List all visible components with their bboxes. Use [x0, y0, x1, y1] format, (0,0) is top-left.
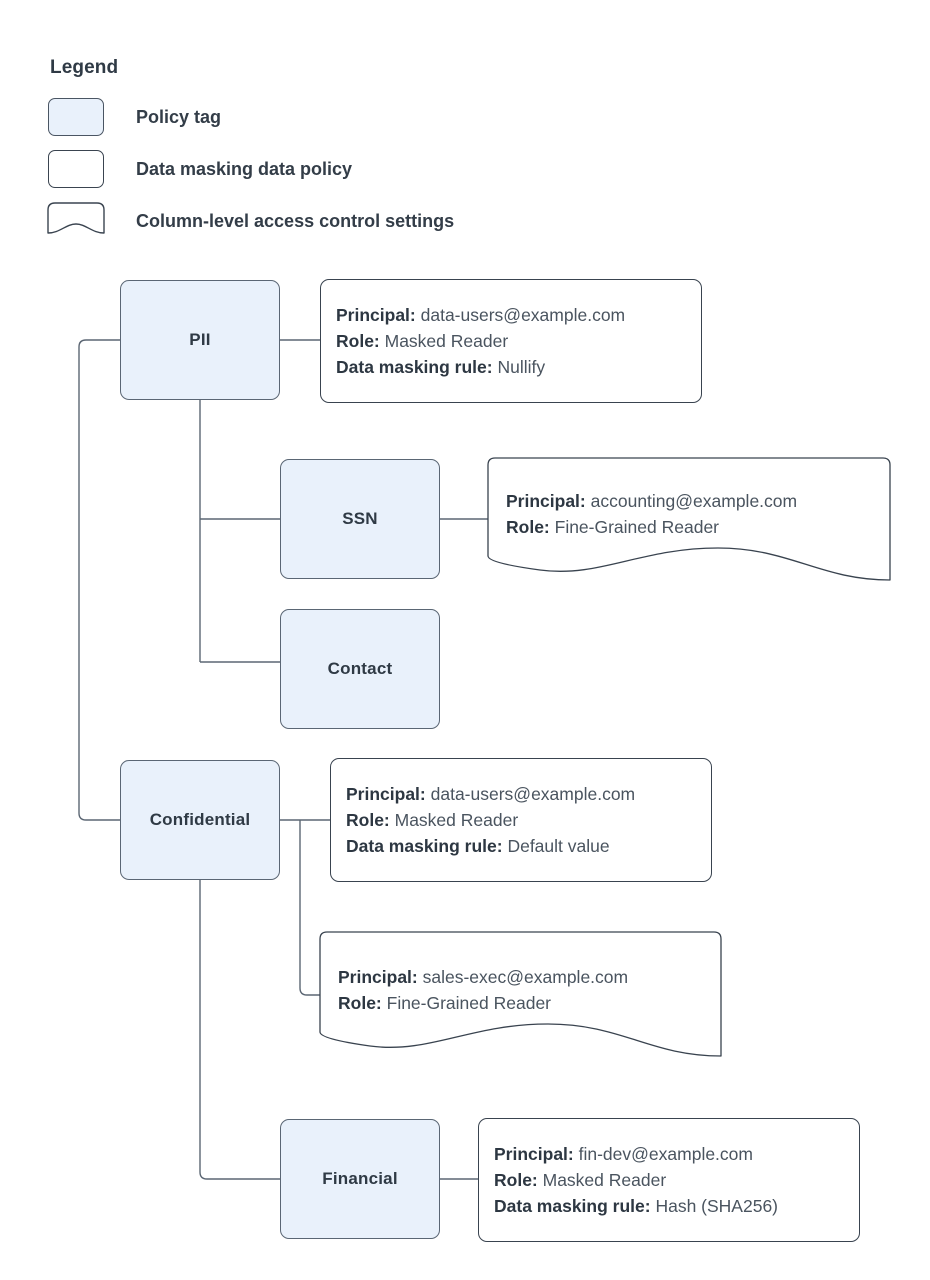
policy-box-financial[interactable]: Principal: fin-dev@example.com Role: Mas…	[478, 1118, 860, 1242]
principal-label: Principal:	[346, 784, 426, 804]
principal-label: Principal:	[338, 967, 418, 987]
policy-masking-rule-row: Data masking rule: Nullify	[336, 354, 691, 380]
role-label: Role:	[494, 1170, 538, 1190]
data-masking-policy-swatch-icon	[48, 150, 104, 188]
principal-value: accounting@example.com	[590, 491, 798, 511]
principal-label: Principal:	[506, 491, 586, 511]
role-label: Role:	[346, 810, 390, 830]
role-value: Fine-Grained Reader	[386, 993, 552, 1013]
policy-box-confidential-2-text: Principal: sales-exec@example.com Role: …	[338, 964, 711, 1016]
legend-label-policy-tag: Policy tag	[136, 106, 222, 127]
policy-box-financial-text: Principal: fin-dev@example.com Role: Mas…	[494, 1141, 849, 1219]
principal-value: sales-exec@example.com	[422, 967, 629, 987]
role-label: Role:	[336, 331, 380, 351]
masking-rule-label: Data masking rule:	[336, 357, 493, 377]
policy-box-confidential-2[interactable]: Principal: sales-exec@example.com Role: …	[320, 932, 721, 1056]
policy-box-pii[interactable]: Principal: data-users@example.com Role: …	[320, 279, 702, 403]
masking-rule-value: Hash (SHA256)	[655, 1196, 779, 1216]
policy-box-pii-text: Principal: data-users@example.com Role: …	[336, 302, 691, 380]
policy-principal-row: Principal: data-users@example.com	[346, 781, 701, 807]
connector-trunk-pii-confidential	[78, 339, 120, 821]
policy-principal-row: Principal: fin-dev@example.com	[494, 1141, 849, 1167]
legend-item-policy-tag: Policy tag	[48, 98, 221, 136]
policy-tag-label-contact: Contact	[327, 659, 393, 678]
policy-tag-node-ssn[interactable]: SSN	[280, 459, 440, 579]
legend-label-data-masking-policy: Data masking data policy	[136, 158, 353, 179]
policy-role-row: Role: Masked Reader	[336, 328, 691, 354]
role-value: Fine-Grained Reader	[554, 517, 720, 537]
legend-item-data-masking-policy: Data masking data policy	[48, 150, 352, 188]
policy-principal-row: Principal: sales-exec@example.com	[338, 964, 711, 990]
role-value: Masked Reader	[384, 331, 509, 351]
policy-tag-label-ssn: SSN	[342, 509, 378, 528]
legend-item-column-level-access: Column-level access control settings	[48, 199, 454, 243]
policy-principal-row: Principal: accounting@example.com	[506, 488, 880, 514]
policy-box-ssn[interactable]: Principal: accounting@example.com Role: …	[488, 458, 890, 580]
role-value: Masked Reader	[394, 810, 519, 830]
masking-rule-value: Default value	[507, 836, 610, 856]
connector-confidential-to-financial	[199, 880, 280, 1180]
policy-tag-label-pii: PII	[189, 330, 211, 349]
policy-box-confidential-1[interactable]: Principal: data-users@example.com Role: …	[330, 758, 712, 882]
policy-masking-rule-row: Data masking rule: Hash (SHA256)	[494, 1193, 849, 1219]
principal-value: data-users@example.com	[420, 305, 626, 325]
policy-box-confidential-1-text: Principal: data-users@example.com Role: …	[346, 781, 701, 859]
role-label: Role:	[506, 517, 550, 537]
ssn-policy-box-shape	[487, 457, 891, 581]
policy-role-row: Role: Masked Reader	[494, 1167, 849, 1193]
policy-tag-label-financial: Financial	[322, 1169, 398, 1188]
principal-value: fin-dev@example.com	[578, 1144, 753, 1164]
masking-rule-value: Nullify	[497, 357, 546, 377]
legend-label-column-level-access: Column-level access control settings	[136, 210, 455, 231]
policy-tag-swatch-icon	[48, 98, 104, 136]
column-level-access-swatch-icon	[48, 199, 106, 243]
connector-confidential-to-policy-2	[299, 820, 320, 996]
policy-principal-row: Principal: data-users@example.com	[336, 302, 691, 328]
role-value: Masked Reader	[542, 1170, 667, 1190]
policy-tag-node-financial[interactable]: Financial	[280, 1119, 440, 1239]
policy-tag-node-confidential[interactable]: Confidential	[120, 760, 280, 880]
principal-value: data-users@example.com	[430, 784, 636, 804]
policy-box-ssn-text: Principal: accounting@example.com Role: …	[506, 488, 880, 540]
policy-masking-rule-row: Data masking rule: Default value	[346, 833, 701, 859]
masking-rule-label: Data masking rule:	[494, 1196, 651, 1216]
legend-column-level-access-swatch-shape	[47, 202, 105, 234]
confidential-policy-2-box-shape	[319, 931, 722, 1057]
legend-title: Legend	[50, 57, 119, 78]
principal-label: Principal:	[494, 1144, 574, 1164]
policy-tag-node-contact[interactable]: Contact	[280, 609, 440, 729]
policy-tag-label-confidential: Confidential	[149, 810, 251, 829]
policy-tag-node-pii[interactable]: PII	[120, 280, 280, 400]
principal-label: Principal:	[336, 305, 416, 325]
policy-role-row: Role: Masked Reader	[346, 807, 701, 833]
policy-role-row: Role: Fine-Grained Reader	[506, 514, 880, 540]
masking-rule-label: Data masking rule:	[346, 836, 503, 856]
role-label: Role:	[338, 993, 382, 1013]
policy-role-row: Role: Fine-Grained Reader	[338, 990, 711, 1016]
